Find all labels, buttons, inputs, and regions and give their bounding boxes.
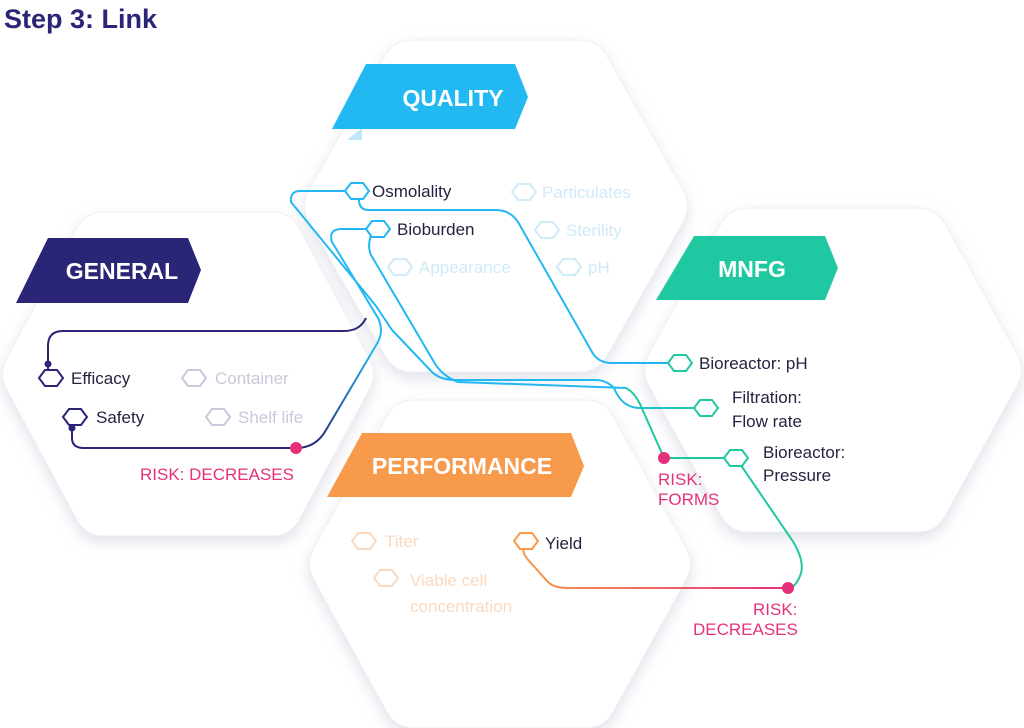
quality-items: Osmolality Particulates Bioburden Steril… <box>372 182 631 277</box>
link-bioburden-pressure <box>368 228 627 389</box>
bioreactor-ph-node-icon <box>666 354 694 372</box>
link-yield-risk <box>522 541 788 589</box>
general-risk-dot <box>290 442 302 454</box>
flow-rate-label: Flow rate <box>732 412 802 431</box>
bioreactor-pressure-label-1: Bioreactor: <box>763 443 845 462</box>
appearance-label: Appearance <box>419 258 511 277</box>
osmolality-node-icon <box>343 182 371 200</box>
link-osmolality-filtration <box>289 190 703 409</box>
performance-banner: PERFORMANCE <box>327 433 584 497</box>
concentration-label: concentration <box>410 597 512 616</box>
efficacy-connector-dot <box>44 360 52 368</box>
mnfg-label: MNFG <box>718 256 786 282</box>
quality-label: QUALITY <box>403 85 504 111</box>
bioburden-node-icon <box>364 220 392 238</box>
bioreactor-pressure-label-2: Pressure <box>763 466 831 485</box>
container-label: Container <box>215 369 289 388</box>
sterility-node-icon <box>533 221 561 239</box>
performance-label: PERFORMANCE <box>372 453 552 479</box>
forms-risk-dot <box>658 452 670 464</box>
filtration-node-icon <box>692 399 720 417</box>
general-label: GENERAL <box>66 258 178 284</box>
performance-risk-label-2: DECREASES <box>693 620 798 639</box>
titer-label: Titer <box>385 532 419 551</box>
safety-label: Safety <box>96 408 145 427</box>
link-efficacy <box>47 317 367 378</box>
viable-cell-label: Viable cell <box>410 571 487 590</box>
safety-connector-dot <box>68 424 76 432</box>
forms-risk-label-2: FORMS <box>658 490 719 509</box>
link-safety-risk <box>71 417 296 449</box>
ph-node-icon <box>555 258 583 276</box>
yield-label: Yield <box>545 534 582 553</box>
bioburden-label: Bioburden <box>397 220 475 239</box>
node-markers <box>37 182 750 587</box>
link-osmolality-bioreactor-ph <box>358 191 676 364</box>
performance-risk-label-1: RISK: <box>753 600 797 619</box>
appearance-node-icon <box>386 258 414 276</box>
viable-cell-node-icon <box>372 569 400 587</box>
bioreactor-ph-label: Bioreactor: pH <box>699 354 808 373</box>
general-risk-label: RISK: DECREASES <box>140 465 294 484</box>
particulates-label: Particulates <box>542 183 631 202</box>
performance-items: Titer Yield Viable cell concentration <box>385 532 582 616</box>
risk-labels: RISK: DECREASES RISK: FORMS RISK: DECREA… <box>140 465 798 639</box>
connection-lines <box>47 190 803 589</box>
connector-dots <box>44 360 794 594</box>
ph-label: pH <box>588 258 610 277</box>
forms-risk-label-1: RISK: <box>658 470 702 489</box>
general-banner: GENERAL <box>16 238 201 303</box>
filtration-label: Filtration: <box>732 388 802 407</box>
particulates-node-icon <box>510 183 538 201</box>
shelf-life-label: Shelf life <box>238 408 303 427</box>
general-items: Efficacy Container Safety Shelf life <box>71 369 303 427</box>
titer-node-icon <box>350 532 378 550</box>
mnfg-banner: MNFG <box>656 236 838 300</box>
osmolality-label: Osmolality <box>372 182 452 201</box>
page-title: Step 3: Link <box>4 4 158 34</box>
mnfg-items: Bioreactor: pH Filtration: Flow rate Bio… <box>699 354 845 485</box>
performance-risk-dot <box>782 582 794 594</box>
yield-node-icon <box>512 532 540 550</box>
shelf-life-node-icon <box>204 408 232 426</box>
quality-banner: QUALITY <box>332 64 528 140</box>
efficacy-node-icon <box>37 369 65 387</box>
sterility-label: Sterility <box>566 221 622 240</box>
efficacy-label: Efficacy <box>71 369 131 388</box>
link-bioburden-pressure-2 <box>625 387 733 459</box>
safety-node-icon <box>61 408 89 426</box>
link-bioburden-general <box>295 228 382 449</box>
container-node-icon <box>180 369 208 387</box>
pressure-node-icon <box>722 449 750 467</box>
